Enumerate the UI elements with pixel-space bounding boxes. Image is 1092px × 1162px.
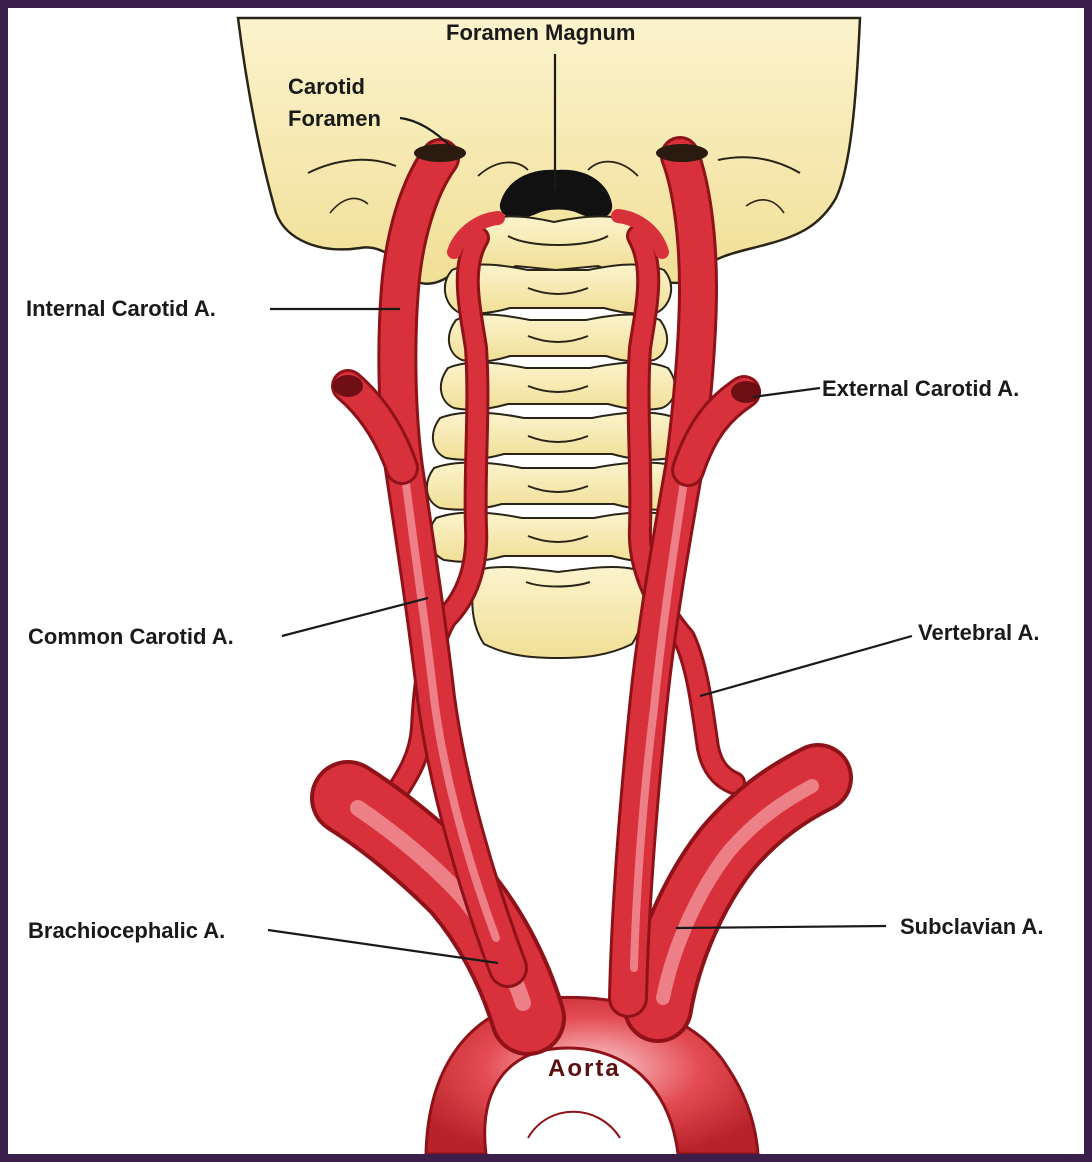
right-carotid-foramen <box>414 144 466 162</box>
left-carotid-foramen <box>656 144 708 162</box>
label-vertebral: Vertebral A. <box>918 620 1039 645</box>
label-internal-carotid: Internal Carotid A. <box>26 296 216 321</box>
label-brachiocephalic: Brachiocephalic A. <box>28 918 225 943</box>
label-common-carotid: Common Carotid A. <box>28 624 234 649</box>
carotid-anatomy-diagram: Foramen Magnum Carotid Foramen Internal … <box>8 8 1084 1154</box>
label-external-carotid: External Carotid A. <box>822 376 1019 401</box>
label-foramen-magnum: Foramen Magnum <box>446 20 635 45</box>
label-carotid-foramen-line1: Carotid <box>288 74 365 99</box>
label-subclavian: Subclavian A. <box>900 914 1043 939</box>
diagram-frame: Foramen Magnum Carotid Foramen Internal … <box>8 8 1084 1154</box>
label-aorta: Aorta <box>548 1055 621 1082</box>
label-carotid-foramen-line2: Foramen <box>288 106 381 131</box>
left-subclavian-artery <box>658 778 818 1008</box>
